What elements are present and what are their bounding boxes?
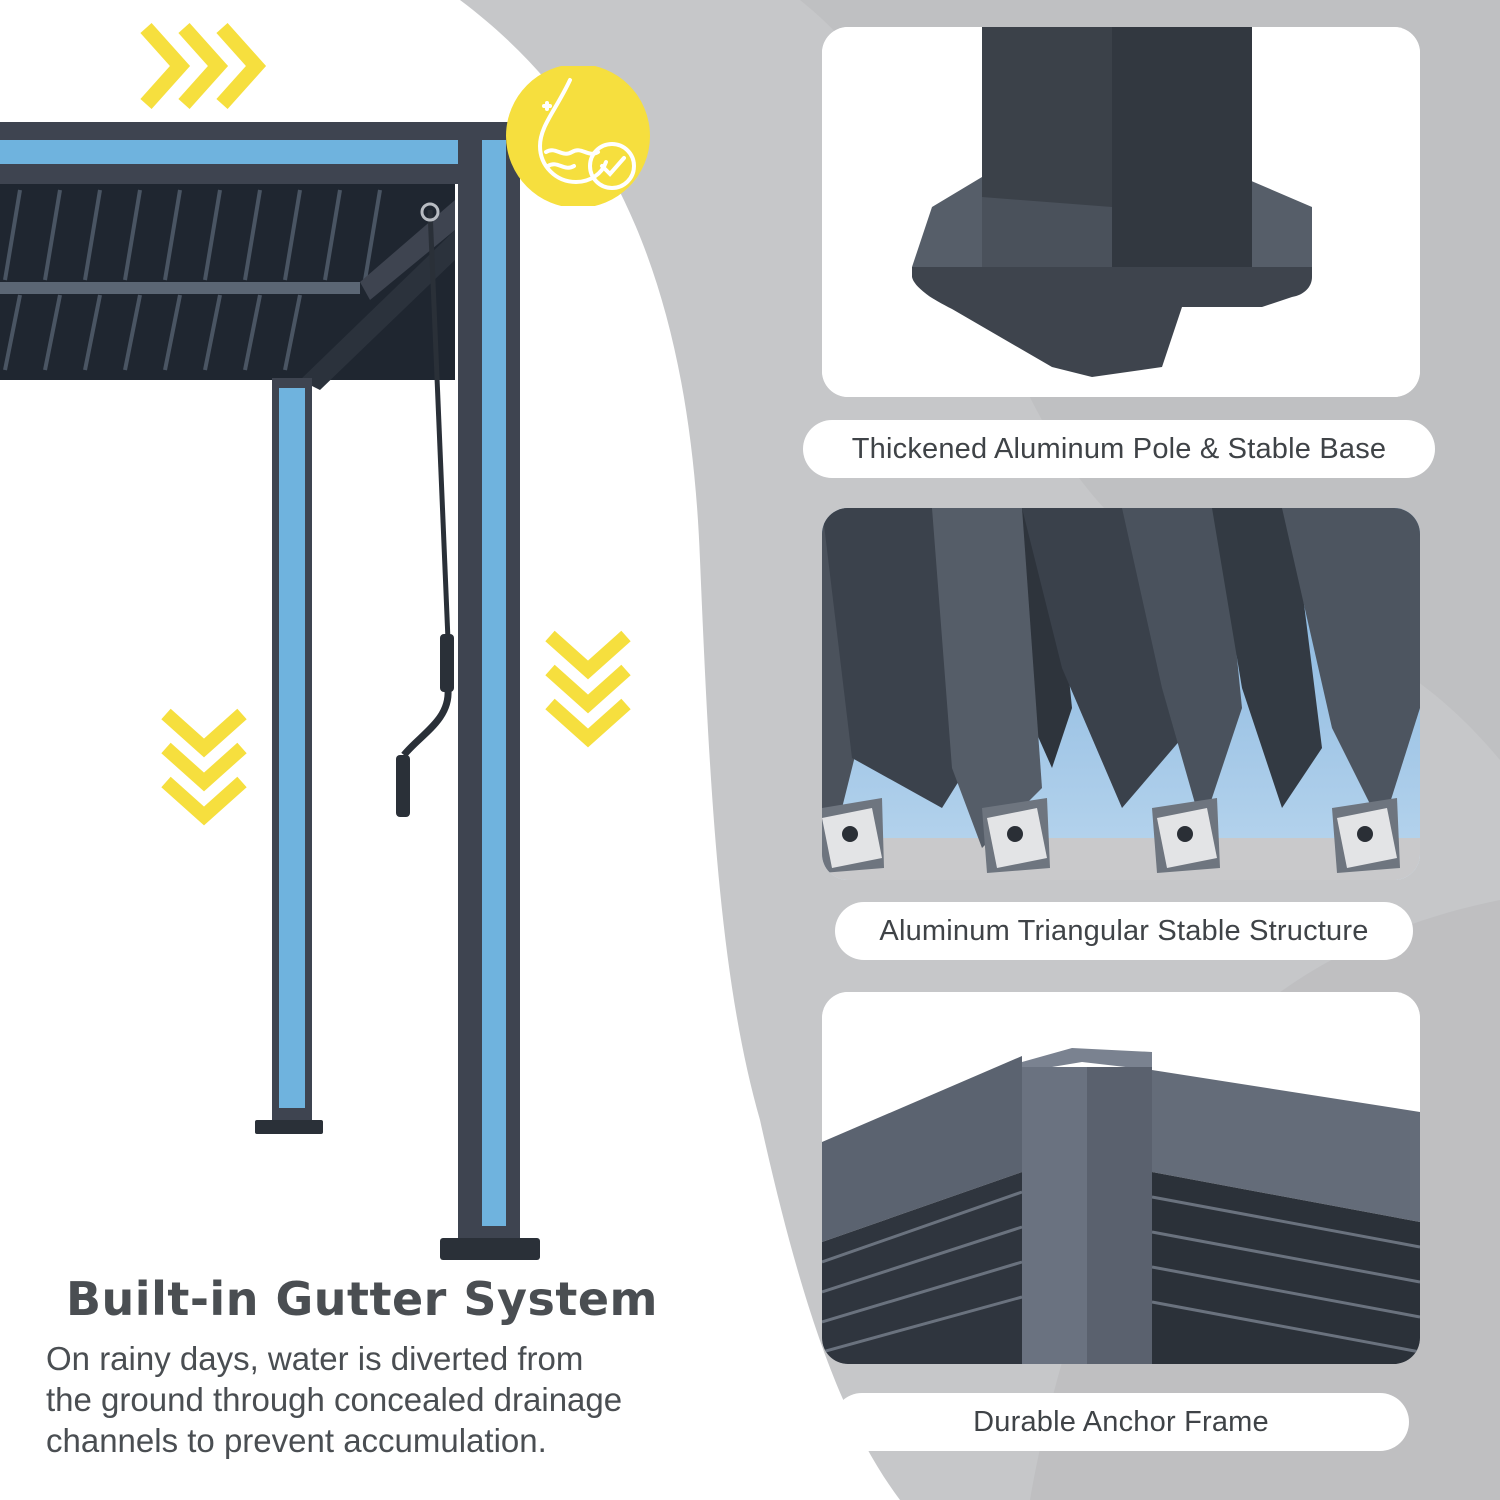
crank-handle	[396, 202, 454, 817]
feature-image-triangular-structure	[822, 508, 1420, 880]
section-headline: Built-in Gutter System	[66, 1272, 658, 1326]
chevron-down-icon	[545, 630, 631, 748]
pole-base-illustration	[822, 27, 1420, 397]
caption-anchor-frame: Durable Anchor Frame	[833, 1393, 1409, 1451]
caption-triangular-structure: Aluminum Triangular Stable Structure	[835, 902, 1413, 960]
top-beam	[0, 122, 520, 184]
louver-structure-illustration	[822, 508, 1420, 880]
chevron-right-icon	[140, 22, 267, 110]
feature-image-anchor-frame	[822, 992, 1420, 1364]
anchor-frame-illustration	[822, 992, 1420, 1364]
roof-louvers	[0, 180, 455, 390]
description-line: On rainy days, water is diverted from	[46, 1340, 584, 1377]
section-description: On rainy days, water is diverted from th…	[46, 1338, 726, 1461]
feature-image-pole-base	[822, 27, 1420, 397]
front-post	[440, 122, 540, 1260]
chevron-down-icon	[161, 708, 247, 826]
description-line: channels to prevent accumulation.	[46, 1422, 547, 1459]
description-line: the ground through concealed drainage	[46, 1381, 623, 1418]
caption-pole-base: Thickened Aluminum Pole & Stable Base	[803, 420, 1435, 478]
rear-post	[255, 378, 323, 1134]
pergola-illustration	[0, 122, 540, 1260]
water-drop-check-icon	[506, 66, 650, 206]
